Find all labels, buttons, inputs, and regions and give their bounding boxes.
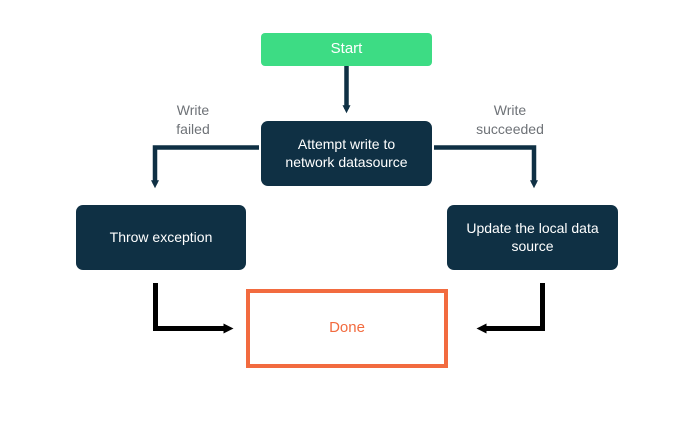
node-attempt-write-label: Attempt write to network datasource: [285, 136, 408, 170]
connector-update-to-done: [476, 283, 545, 334]
node-throw-exception-label: Throw exception: [109, 228, 213, 245]
node-throw-exception[interactable]: Throw exception: [76, 205, 246, 270]
node-done[interactable]: Done: [246, 289, 448, 368]
edge-label-write-succeeded: Write succeeded: [476, 102, 544, 137]
node-done-label: Done: [329, 319, 365, 337]
connector-attempt-to-update: [434, 145, 538, 189]
node-attempt-write[interactable]: Attempt write to network datasource: [261, 121, 432, 186]
edge-label-write-failed: Write failed: [176, 102, 210, 137]
node-start-label: Start: [330, 40, 363, 58]
node-update-local-data-source-label: Update the local data source: [466, 220, 599, 254]
connector-attempt-to-throw: [151, 145, 259, 189]
node-update-local-data-source[interactable]: Update the local data source: [447, 205, 618, 270]
connector-throw-to-done: [153, 283, 234, 334]
node-start[interactable]: Start: [261, 33, 432, 66]
